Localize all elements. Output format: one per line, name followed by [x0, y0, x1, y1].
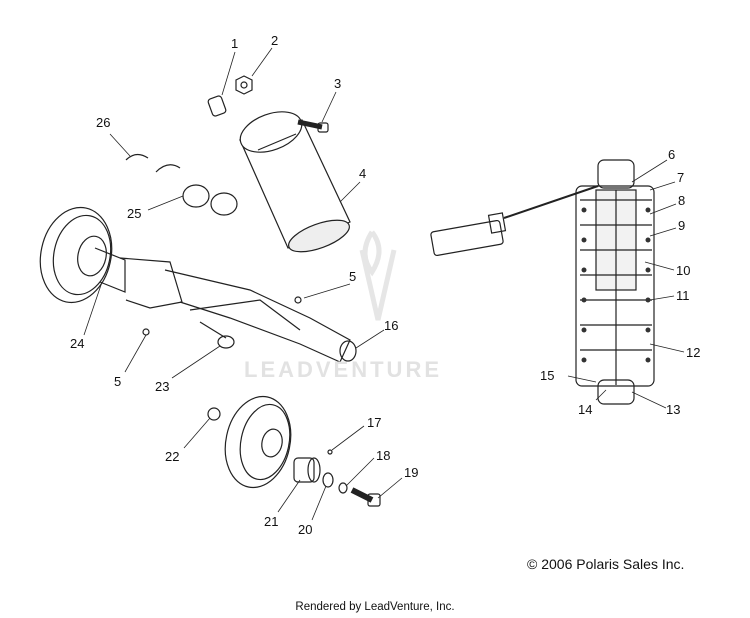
shock-absorber-part [239, 111, 351, 253]
callout-label: 11 [676, 288, 690, 303]
callout-label: 14 [578, 402, 592, 417]
copyright-icon: © [527, 556, 538, 572]
callout-label: 5 [114, 374, 121, 389]
callout-label: 26 [96, 115, 110, 130]
callout-label: 12 [686, 345, 700, 360]
copyright-text: 2006 Polaris Sales Inc. [541, 556, 685, 572]
callout-label: 21 [264, 514, 278, 529]
callout-label: 3 [334, 76, 341, 91]
washer-part [207, 407, 221, 421]
adjuster-knob-part [430, 185, 599, 257]
callout-label: 24 [70, 336, 84, 351]
callout-label: 17 [367, 415, 381, 430]
rendered-by-footer: Rendered by LeadVenture, Inc. [295, 601, 455, 613]
watermark-logo [359, 230, 397, 321]
copyright-notice: © 2006 Polaris Sales Inc. [527, 556, 684, 572]
callout-label: 18 [376, 448, 390, 463]
callout-label: 25 [127, 206, 141, 221]
clip-part [155, 164, 181, 173]
callout-label: 8 [678, 193, 685, 208]
callout-label: 22 [165, 449, 179, 464]
callout-label: 13 [666, 402, 680, 417]
callout-labels: 1 2 3 4 5 6 7 8 9 10 11 12 13 14 15 16 1… [70, 33, 700, 537]
callout-label: 4 [359, 166, 366, 181]
callout-label: 6 [668, 147, 675, 162]
washer-part [338, 482, 348, 494]
clamp-part [182, 184, 238, 216]
clip-part [125, 153, 149, 161]
callout-label: 5 [349, 269, 356, 284]
shock-cutaway-part [575, 159, 655, 405]
bolt-part [350, 487, 381, 507]
callout-label: 16 [384, 318, 398, 333]
callout-label: 10 [676, 263, 690, 278]
callout-label: 15 [540, 368, 554, 383]
callout-label: 1 [231, 36, 238, 51]
callout-label: 23 [155, 379, 169, 394]
leader-lines [83, 47, 685, 521]
spacer-part [293, 457, 321, 483]
grease-fitting-part [142, 328, 150, 336]
small-wheel-part [224, 395, 292, 489]
axle-arm-part [94, 247, 357, 363]
callout-label: 9 [678, 218, 685, 233]
callout-label: 7 [677, 170, 684, 185]
grease-fitting-part [294, 296, 302, 304]
callout-label: 19 [404, 465, 418, 480]
watermark-text: LEADVENTURE [244, 357, 443, 382]
bolt-part [297, 119, 329, 133]
large-wheel-part [39, 206, 113, 304]
grease-fitting-part [327, 449, 333, 455]
callout-label: 20 [298, 522, 312, 537]
callout-label: 2 [271, 33, 278, 48]
washer-part [322, 472, 334, 488]
bushing-part [207, 75, 253, 117]
